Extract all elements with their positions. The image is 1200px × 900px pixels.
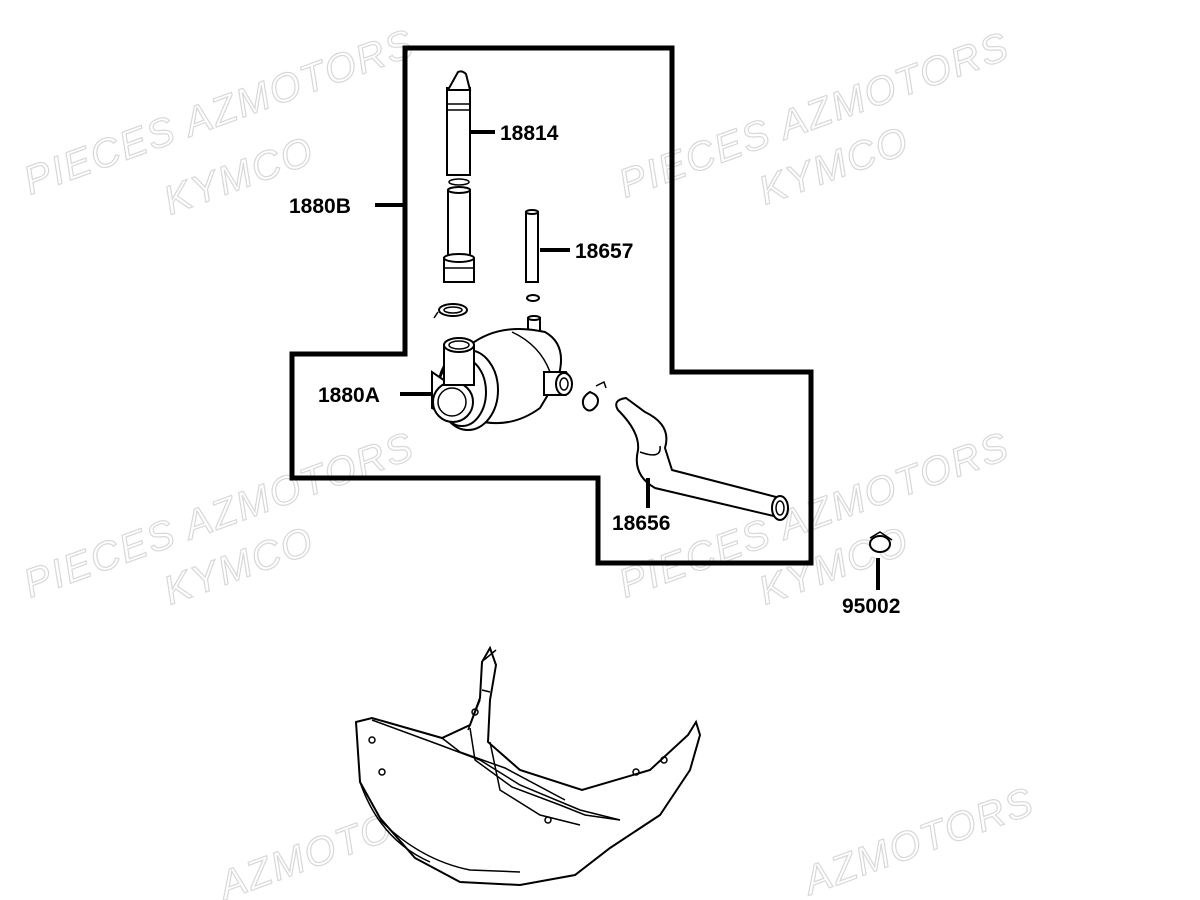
pickup-tube-upper (446, 70, 472, 176)
part-label-18814: 18814 (500, 122, 559, 145)
pickup-tube-lower (443, 178, 475, 283)
hose-clip (581, 380, 607, 412)
part-label-95002: 95002 (842, 595, 900, 618)
part-label-18657: 18657 (575, 240, 633, 263)
watermark-text: AZMOTORS (796, 779, 1040, 900)
floor-panel (354, 645, 702, 887)
watermark-group: PIECES AZMOTORS KYMCO PIECES AZMOTORS KY… (17, 20, 1041, 900)
breather-pipe (525, 209, 540, 302)
assembly-boundary (289, 45, 814, 566)
fuel-pump-body (431, 315, 573, 431)
small-clamp (869, 531, 893, 553)
o-ring-part (433, 303, 468, 319)
part-label-1880A: 1880A (318, 384, 380, 407)
part-label-18656: 18656 (612, 512, 670, 535)
part-label-1880B: 1880B (289, 195, 351, 218)
fuel-hose (615, 396, 789, 521)
